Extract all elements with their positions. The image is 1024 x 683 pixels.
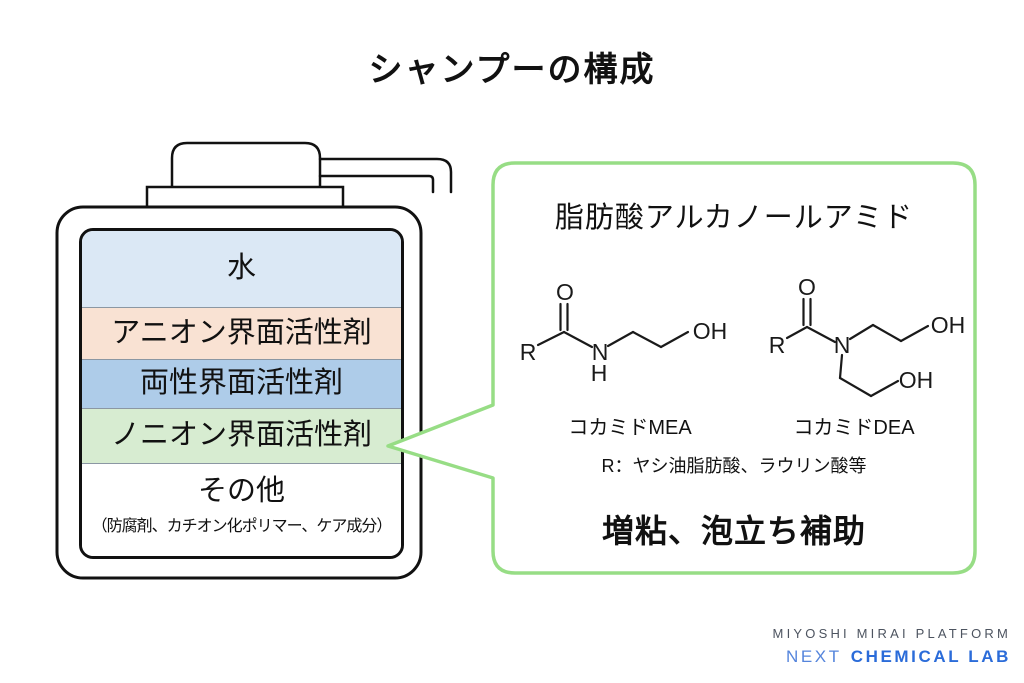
layer-others-sublabel: （防腐剤、カチオン化ポリマー、ケア成分）: [91, 517, 393, 535]
ingredient-layer-stack: 水 アニオン界面活性剤 両性界面活性剤 ノニオン界面活性剤 その他 （防腐剤、カ…: [79, 228, 404, 559]
layer-amphoteric-label: 両性界面活性剤: [139, 367, 343, 400]
cocamide-mea-structure: O R N H OH: [520, 279, 728, 386]
footer-platform-text: MIYOSHI MIRAI PLATFORM: [772, 626, 1011, 641]
footer-brand-next: NEXT: [785, 646, 842, 666]
mea-r-group: R: [520, 339, 537, 365]
mea-hydrogen-atom: H: [591, 360, 608, 386]
callout-bubble-outline: [386, 161, 977, 575]
dea-nitrogen-atom: N: [834, 332, 851, 358]
bottle-cap: [170, 141, 322, 194]
mea-hydroxyl-group: OH: [693, 318, 728, 344]
callout-title: 脂肪酸アルカノールアミド: [554, 202, 914, 234]
layer-amphoteric-surfactant: 両性界面活性剤: [82, 359, 401, 408]
dea-r-group: R: [769, 332, 786, 358]
cocamide-dea-structure: O R N OH OH: [769, 274, 966, 398]
layer-nonionic-surfactant: ノニオン界面活性剤: [82, 408, 401, 463]
mea-oxygen-atom: O: [556, 279, 574, 305]
effect-text: 増粘、泡立ち補助: [601, 513, 866, 549]
footer-brand-text: NEXT CHEMICAL LAB: [773, 646, 1011, 669]
footer-brand-chemical-lab: CHEMICAL LAB: [850, 646, 1011, 666]
layer-others: その他 （防腐剤、カチオン化ポリマー、ケア成分）: [82, 463, 401, 556]
dea-bonds: [785, 297, 930, 398]
cocamide-mea-label: コカミドMEA: [568, 417, 692, 439]
layer-water: 水: [82, 231, 401, 307]
mea-nitrogen-atom: N: [592, 339, 609, 365]
dea-oxygen-atom: O: [798, 274, 816, 300]
layer-nonionic-label: ノニオン界面活性剤: [110, 419, 372, 452]
r-group-note: R：ヤシ油脂肪酸、ラウリン酸等: [601, 456, 867, 476]
page-title: シャンプーの構成: [368, 51, 656, 89]
dea-hydroxyl-group-2: OH: [899, 367, 934, 393]
layer-anionic-label: アニオン界面活性剤: [111, 316, 372, 349]
footer-logo: MIYOSHI MIRAI PLATFORM NEXT CHEMICAL LAB: [773, 625, 1011, 668]
cocamide-dea-label: コカミドDEA: [793, 417, 915, 439]
dea-hydroxyl-group-1: OH: [931, 312, 966, 338]
layer-anionic-surfactant: アニオン界面活性剤: [82, 307, 401, 359]
layer-others-label: その他: [197, 475, 285, 507]
bottle-spout: [318, 157, 453, 194]
layer-water-label: 水: [226, 252, 256, 285]
mea-bonds: [536, 302, 690, 349]
